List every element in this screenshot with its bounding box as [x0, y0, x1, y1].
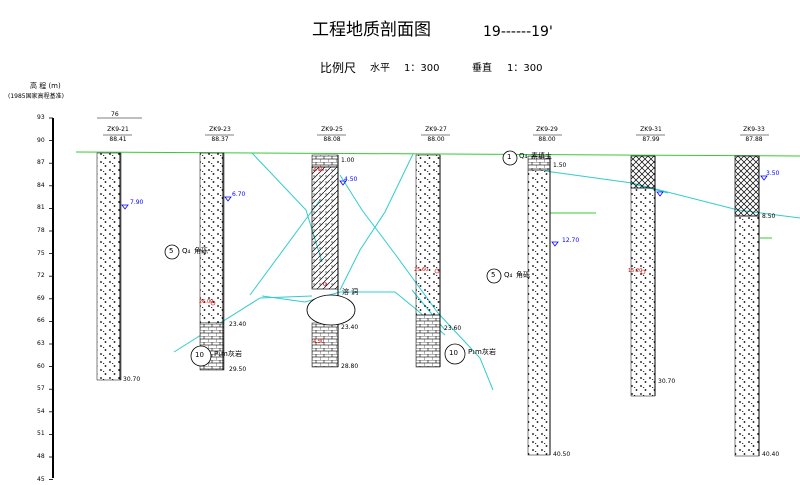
fill-depth-label: 1.50: [553, 162, 567, 169]
scale-vertical-value: 1：300: [507, 63, 543, 74]
scale-horizontal-value: 1：300: [404, 63, 440, 74]
scale-vertical-label: 垂直: [472, 63, 492, 74]
water-markers: [121, 175, 768, 247]
scale-label: 比例尺: [320, 61, 357, 75]
layer-name: 角砾: [516, 271, 530, 279]
layer-code: Q₄: [504, 271, 513, 279]
rock-top-depth-label: 23.40: [229, 321, 247, 328]
axis-tick-label: 87: [37, 159, 45, 167]
rock-top-depth-label: 23.60: [444, 325, 462, 332]
borehole-elevation: 88.41: [109, 136, 127, 143]
borehole-id: ZK9-29: [536, 126, 558, 133]
axis-tick-label: 45: [37, 475, 45, 483]
sample-markers: [210, 268, 646, 306]
borehole-elevation: 87.88: [745, 136, 763, 143]
layer-number: 5: [491, 271, 496, 279]
figure-title: 工程地质剖面图: [312, 20, 431, 40]
layer-number: 10: [195, 351, 204, 359]
borehole-elevation: 88.08: [323, 136, 341, 143]
axis-tick-label: 48: [37, 453, 45, 460]
axis-tick-label: 81: [37, 204, 45, 212]
axis-tick-label: 54: [37, 407, 45, 415]
rock-top-depth-label: 23.40: [341, 324, 359, 331]
green-marks: [550, 212, 772, 239]
borehole-elevation: 88.00: [427, 136, 445, 143]
spacing-label: 76: [111, 111, 119, 118]
water-level-label: 12.70: [562, 237, 580, 244]
sample-label: 4.50: [313, 339, 325, 345]
bottom-depth-label: 29.50: [229, 366, 247, 373]
axis-tick-label: 60: [37, 362, 45, 370]
borehole-zk9-29: [527, 155, 551, 456]
layer-name: 角砾: [194, 247, 208, 255]
water-level-label: 6.70: [232, 191, 246, 198]
axis-tick-label: 57: [37, 385, 45, 393]
sample-label: 15.20: [628, 268, 643, 274]
cave: [306, 294, 356, 326]
water-level-label: 7.90: [130, 199, 144, 206]
axis-tick-label: 93: [37, 114, 45, 121]
borehole-id: ZK9-25: [321, 126, 343, 133]
axis-tick-label: 78: [37, 227, 45, 234]
axis-label: 高 程 (m): [30, 82, 61, 90]
sample-label: 26.00: [199, 299, 214, 305]
layer-name: 素填土: [531, 152, 552, 160]
axis-tick-label: 72: [37, 272, 45, 280]
bottom-depth-label: 28.80: [341, 363, 359, 370]
section-id: 19------19': [483, 24, 553, 40]
axis-tick-label: 75: [37, 249, 45, 257]
borehole-elevation: 87.99: [642, 136, 660, 143]
borehole-id: ZK9-31: [640, 126, 662, 133]
scale-horizontal-label: 水平: [370, 63, 390, 74]
layer-name: 灰岩: [482, 348, 496, 356]
layer-code: Q₄: [519, 152, 528, 160]
sample-label: 3.60: [313, 167, 325, 173]
borehole-zk9-33: [734, 155, 760, 457]
layer-circles: [164, 150, 518, 367]
axis-tick-label: 63: [37, 340, 45, 347]
layer-name: 灰岩: [228, 350, 242, 358]
borehole-id: ZK9-21: [107, 126, 129, 133]
bottom-depth-label: 30.70: [123, 376, 141, 383]
borehole-elevation: 88.00: [538, 136, 556, 143]
ground-line: [75, 151, 800, 157]
bottom-depth-label: 40.40: [762, 451, 780, 458]
borehole-zk9-23: [199, 152, 225, 371]
layer-code: P₁m: [214, 350, 228, 358]
bottom-depth-label: 30.70: [658, 378, 676, 385]
borehole-zk9-27: [415, 154, 441, 368]
borehole-id: ZK9-27: [425, 126, 447, 133]
axis-datum: (1985国家高程基准): [8, 93, 64, 100]
axis-tick-label: 84: [37, 181, 45, 189]
axis-tick-label: 90: [37, 136, 45, 144]
layer-code: Q₄: [182, 247, 191, 255]
layer-number: 5: [169, 247, 174, 255]
axis-tick-label: 66: [37, 317, 45, 325]
layer-number: 10: [449, 349, 458, 357]
borehole-zk9-31: [630, 155, 656, 397]
borehole-elevation: 88.37: [211, 136, 229, 143]
layer-number: 1: [507, 153, 512, 161]
fill-depth-label: 1.00: [341, 157, 355, 164]
water-level-label: 3.50: [766, 170, 780, 177]
borehole-id: ZK9-33: [743, 126, 765, 133]
sample-label: 25.60: [414, 267, 429, 273]
layer-code: P₁m: [468, 348, 482, 356]
axis-tick-label: 51: [37, 430, 45, 438]
borehole-zk9-21: [96, 152, 122, 381]
axis-tick-label: 69: [37, 294, 45, 302]
water-level-label: 4.50: [344, 176, 358, 183]
borehole-id: ZK9-23: [209, 126, 231, 133]
cave-label: 溶 洞: [342, 288, 359, 296]
fill-depth-label: 8.50: [762, 213, 776, 220]
bottom-depth-label: 40.50: [553, 451, 571, 458]
borehole-zk9-25: [311, 154, 339, 368]
